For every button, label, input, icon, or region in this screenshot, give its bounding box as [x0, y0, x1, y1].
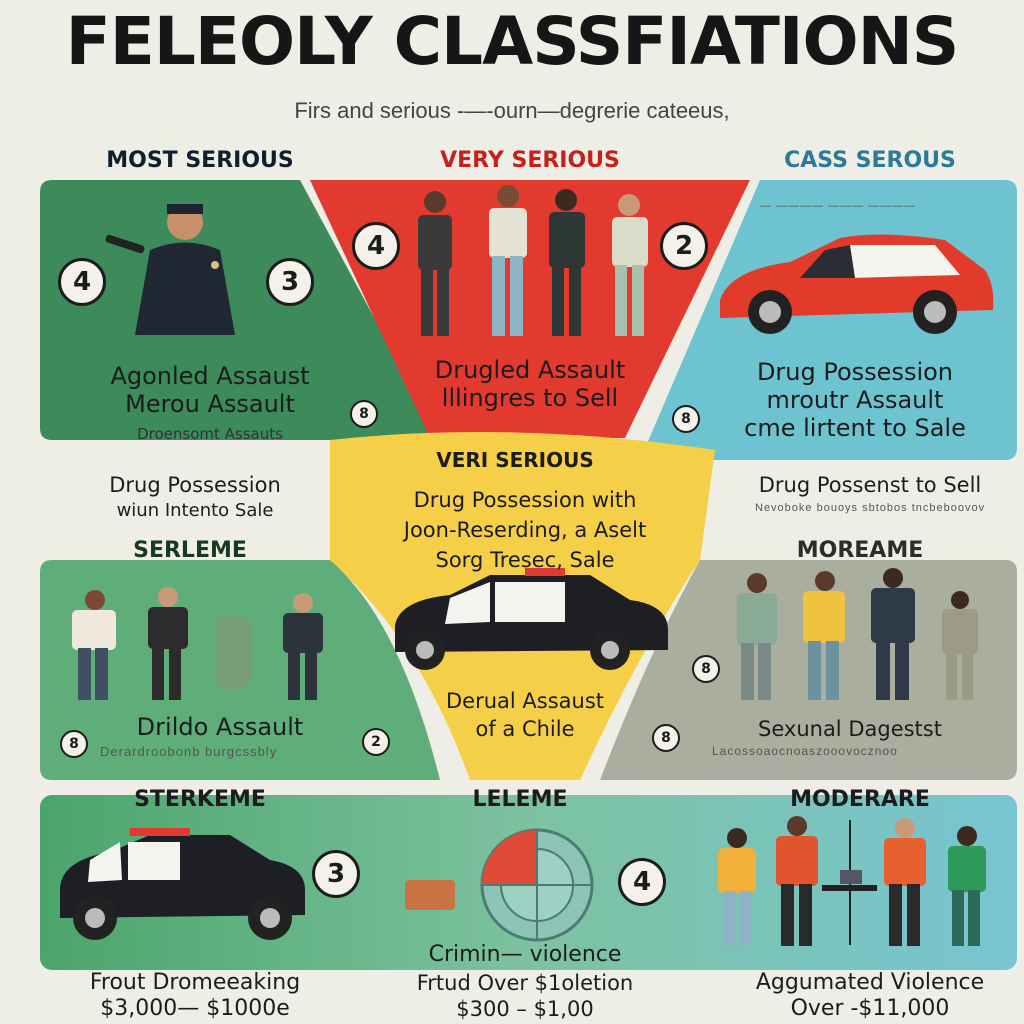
- badge-small: 2: [362, 728, 390, 756]
- faint-text: — ———— ——— ————: [760, 200, 917, 212]
- text-line: Drildo Assault: [136, 713, 304, 741]
- text-line: Drug Possession with: [413, 488, 637, 512]
- figures-red-panel: [418, 185, 648, 336]
- figures-bottom-right: [718, 816, 986, 946]
- text-line: cme lirtent to Sale: [744, 414, 966, 442]
- text-line: lllingres to Sell: [441, 384, 619, 412]
- text-line: Aggumated Violence: [755, 970, 985, 995]
- text-line-faint: Lacossoaocnoaszooovocznoo: [712, 744, 898, 758]
- caption-right: Drug Possenst to Sell: [758, 473, 982, 497]
- label-moderare: MODERARE: [790, 787, 930, 812]
- text-line: Drug Possession: [756, 358, 954, 386]
- police-car-illustration: [395, 568, 668, 670]
- badge-4: 4: [352, 222, 400, 270]
- text-line: Agonled Assaust: [110, 362, 310, 390]
- label-sterkeme: STERKEME: [134, 787, 266, 812]
- figures-green-panel: [72, 587, 323, 700]
- badge-2: 2: [660, 222, 708, 270]
- text-line: Frtud Over $1oletion: [416, 971, 634, 995]
- figures-gray-panel: [737, 568, 978, 700]
- badge-small: 8: [692, 655, 720, 683]
- text-line: $300 – $1,00: [456, 997, 594, 1021]
- page-subtitle: Firs and serious -—-ourn—degrerie cateeu…: [294, 98, 730, 123]
- label-most-serious: MOST SERIOUS: [106, 148, 294, 173]
- badge-small: 8: [60, 730, 88, 758]
- text-line: mroutr Assault: [766, 386, 944, 414]
- text-line: Over -$11,000: [790, 996, 950, 1021]
- label-veri-serious: VERI SERIOUS: [436, 448, 594, 472]
- text-line: of a Chile: [475, 717, 575, 741]
- panel-serleme: [40, 560, 440, 780]
- caption-left-2: wiun Intento Sale: [116, 500, 274, 521]
- badge-4: 4: [618, 858, 666, 906]
- page-title: FELEOLY CLASSFIATIONS: [65, 3, 960, 80]
- text-line: Sexunal Dagestst: [758, 717, 942, 741]
- text-line: Frout Dromeeaking: [89, 970, 301, 995]
- text-line: Drugled Assault: [434, 356, 626, 384]
- label-cass-serous: CASS SEROUS: [784, 148, 956, 173]
- text-line: Crimin— violence: [428, 942, 622, 967]
- badge-small: 8: [350, 400, 378, 428]
- badge-3: 3: [312, 850, 360, 898]
- label-moreame: MOREAME: [796, 538, 924, 563]
- label-serleme: SERLEME: [133, 538, 247, 563]
- text-line: Merou Assault: [125, 390, 295, 418]
- badge-small: 8: [672, 405, 700, 433]
- text-line: Sorg Tresec, Sale: [435, 548, 615, 572]
- text-line-faint: Derardroobonb burgcssbly: [100, 744, 278, 759]
- label-very-serious: VERY SERIOUS: [440, 148, 620, 173]
- caption-right-faint: Nevoboke bouoys sbtobos tncbeboovov: [755, 502, 986, 514]
- label-leleme: LELEME: [472, 787, 568, 812]
- officer-illustration: [105, 204, 235, 335]
- badge-small: 8: [652, 724, 680, 752]
- badge-3: 3: [266, 258, 314, 306]
- target-illustration: [405, 828, 594, 942]
- red-car-illustration: [720, 234, 994, 334]
- badge-4: 4: [58, 258, 106, 306]
- text-line: $3,000— $1000e: [100, 996, 290, 1021]
- caption-left: Drug Possession: [109, 473, 281, 497]
- text-line-faint: Droensomt Assauts: [137, 425, 283, 443]
- text-line: Derual Assaust: [445, 689, 604, 713]
- police-car-bottom-illustration: [60, 828, 305, 940]
- text-line: Joon-Reserding, a Aselt: [403, 518, 647, 542]
